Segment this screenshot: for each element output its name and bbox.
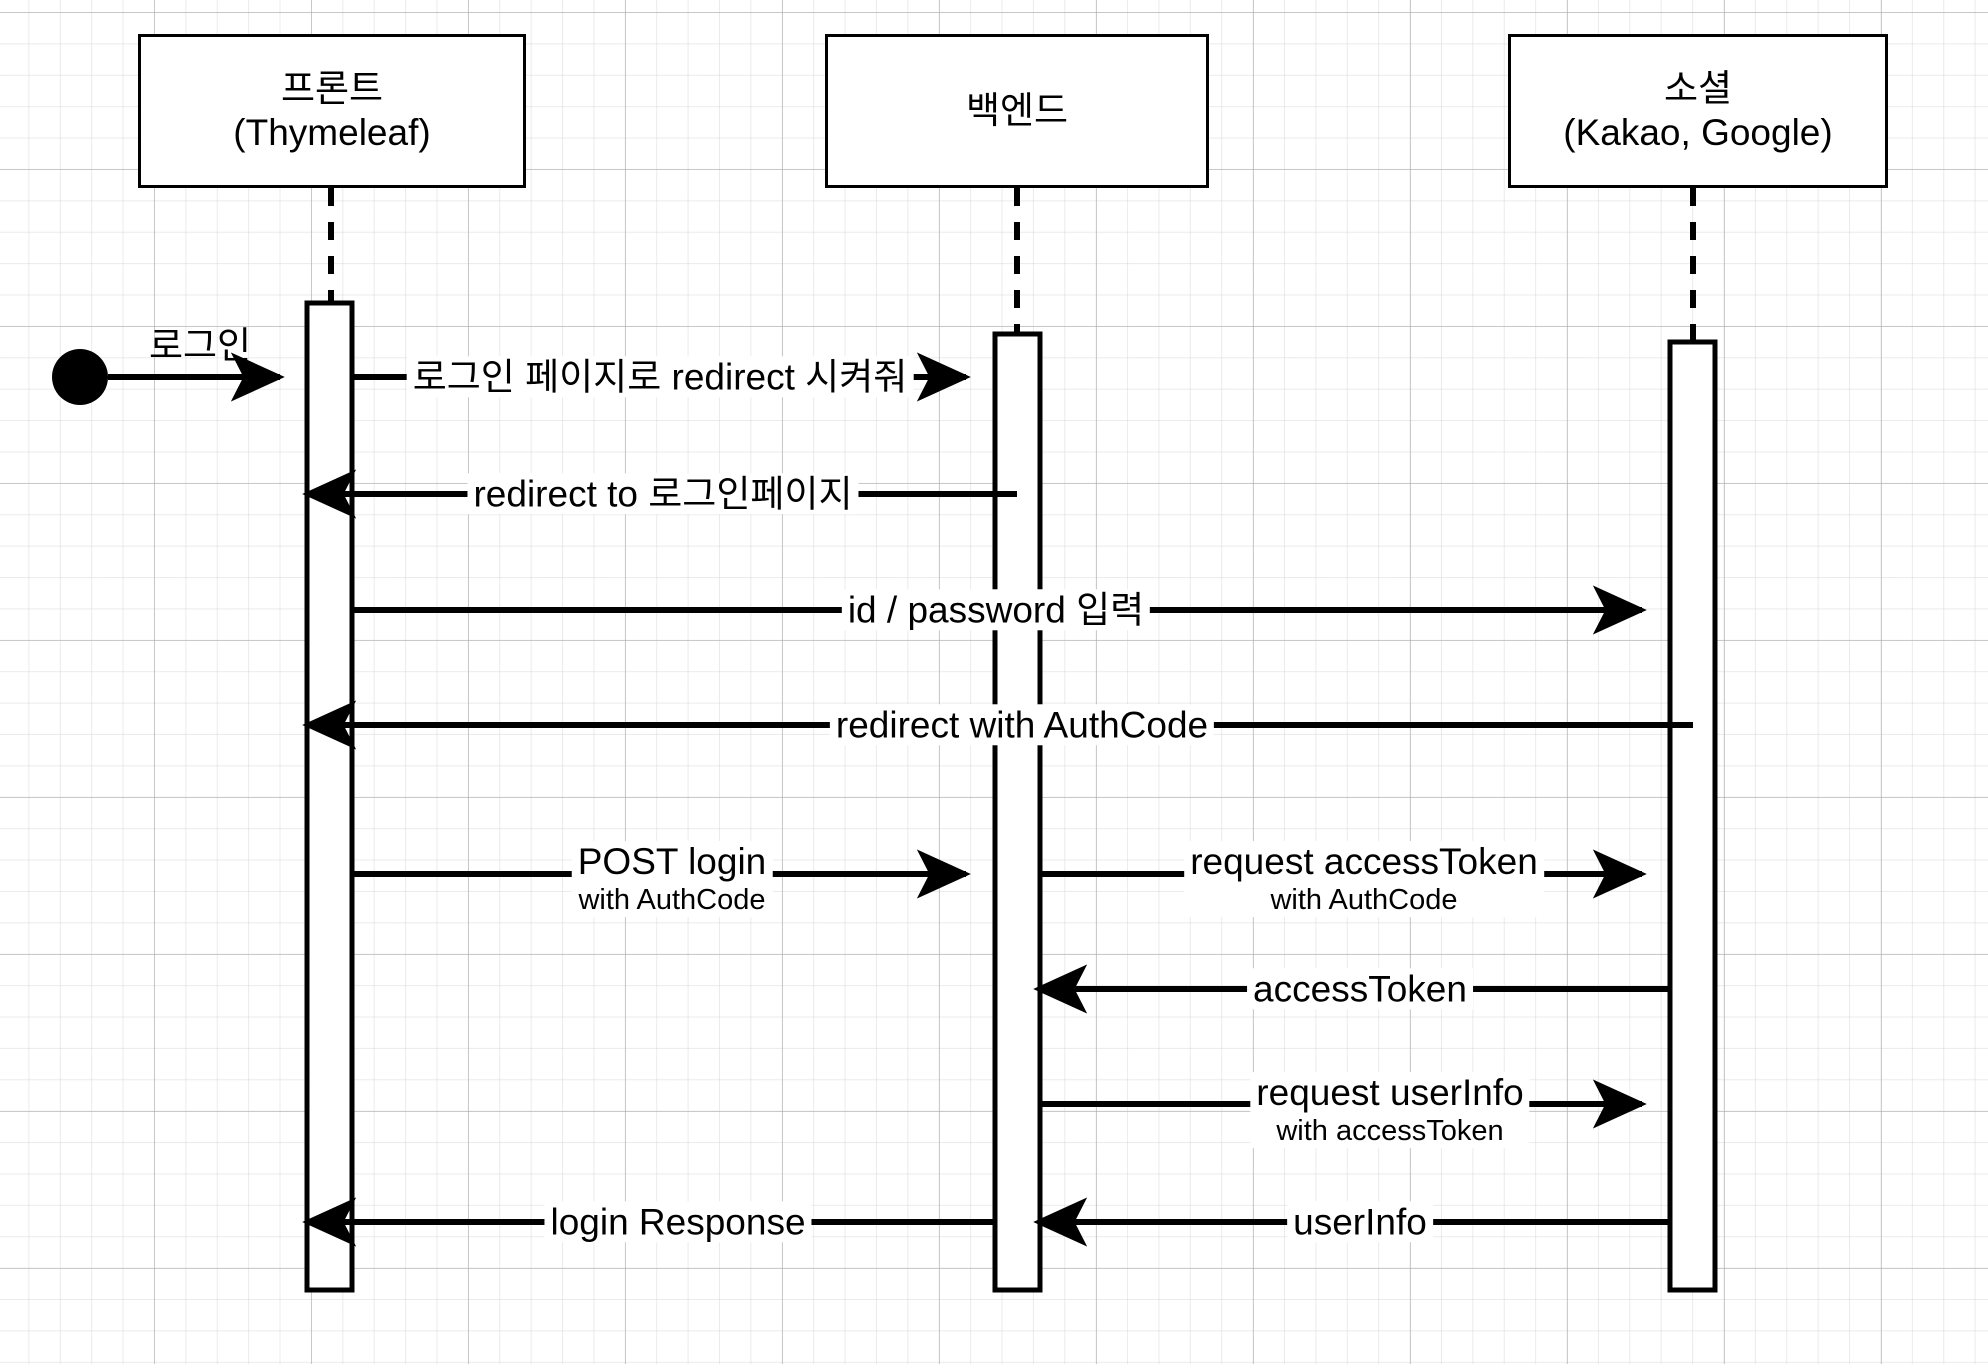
message-label-m10: login Response: [544, 1201, 812, 1243]
start-node-dot: [52, 349, 108, 405]
message-label-m2-text: redirect to 로그인페이지: [473, 473, 853, 515]
message-label-m6: request accessToken with AuthCode: [1184, 841, 1544, 917]
message-label-m4-text: redirect with AuthCode: [835, 704, 1209, 746]
message-label-m5-subtext: with AuthCode: [578, 884, 766, 917]
participant-front-name: 프론트: [280, 68, 384, 110]
participant-social-name: 소셜: [1663, 68, 1733, 110]
message-label-m9-text: userInfo: [1293, 1201, 1427, 1243]
activation-bar-backend: [992, 331, 1043, 1293]
message-label-m9: userInfo: [1287, 1201, 1433, 1243]
participant-backend-name: 백엔드: [965, 90, 1069, 132]
participant-backend[interactable]: 백엔드: [825, 34, 1209, 188]
message-label-m6-subtext: with AuthCode: [1270, 884, 1458, 917]
message-label-m5: POST login with AuthCode: [571, 841, 773, 917]
message-label-m5-text: POST login: [577, 841, 767, 883]
message-label-m2: redirect to 로그인페이지: [467, 473, 859, 515]
message-label-m7: accessToken: [1247, 968, 1473, 1010]
message-label-m1-text: 로그인 페이지로 redirect 시켜줘: [412, 356, 908, 398]
message-label-m4: redirect with AuthCode: [829, 704, 1215, 746]
message-label-m6-text: request accessToken: [1190, 841, 1538, 883]
start-node-label: 로그인: [148, 325, 252, 366]
participant-front-sub: (Thymeleaf): [233, 112, 431, 153]
message-label-m1: 로그인 페이지로 redirect 시켜줘: [406, 356, 914, 398]
activation-bar-front: [304, 300, 355, 1293]
participant-social-sub: (Kakao, Google): [1563, 112, 1833, 153]
participant-front[interactable]: 프론트 (Thymeleaf): [138, 34, 526, 188]
message-label-m8-text: request userInfo: [1256, 1072, 1524, 1114]
message-label-m10-text: login Response: [550, 1201, 806, 1243]
message-label-m3-text: id / password 입력: [847, 589, 1145, 631]
participant-social[interactable]: 소셜 (Kakao, Google): [1508, 34, 1888, 188]
message-label-m8: request userInfo with accessToken: [1250, 1072, 1530, 1148]
message-label-m8-subtext: with accessToken: [1276, 1115, 1504, 1148]
message-label-m3: id / password 입력: [841, 589, 1151, 631]
message-label-m7-text: accessToken: [1253, 968, 1467, 1010]
activation-bar-social: [1667, 339, 1718, 1293]
